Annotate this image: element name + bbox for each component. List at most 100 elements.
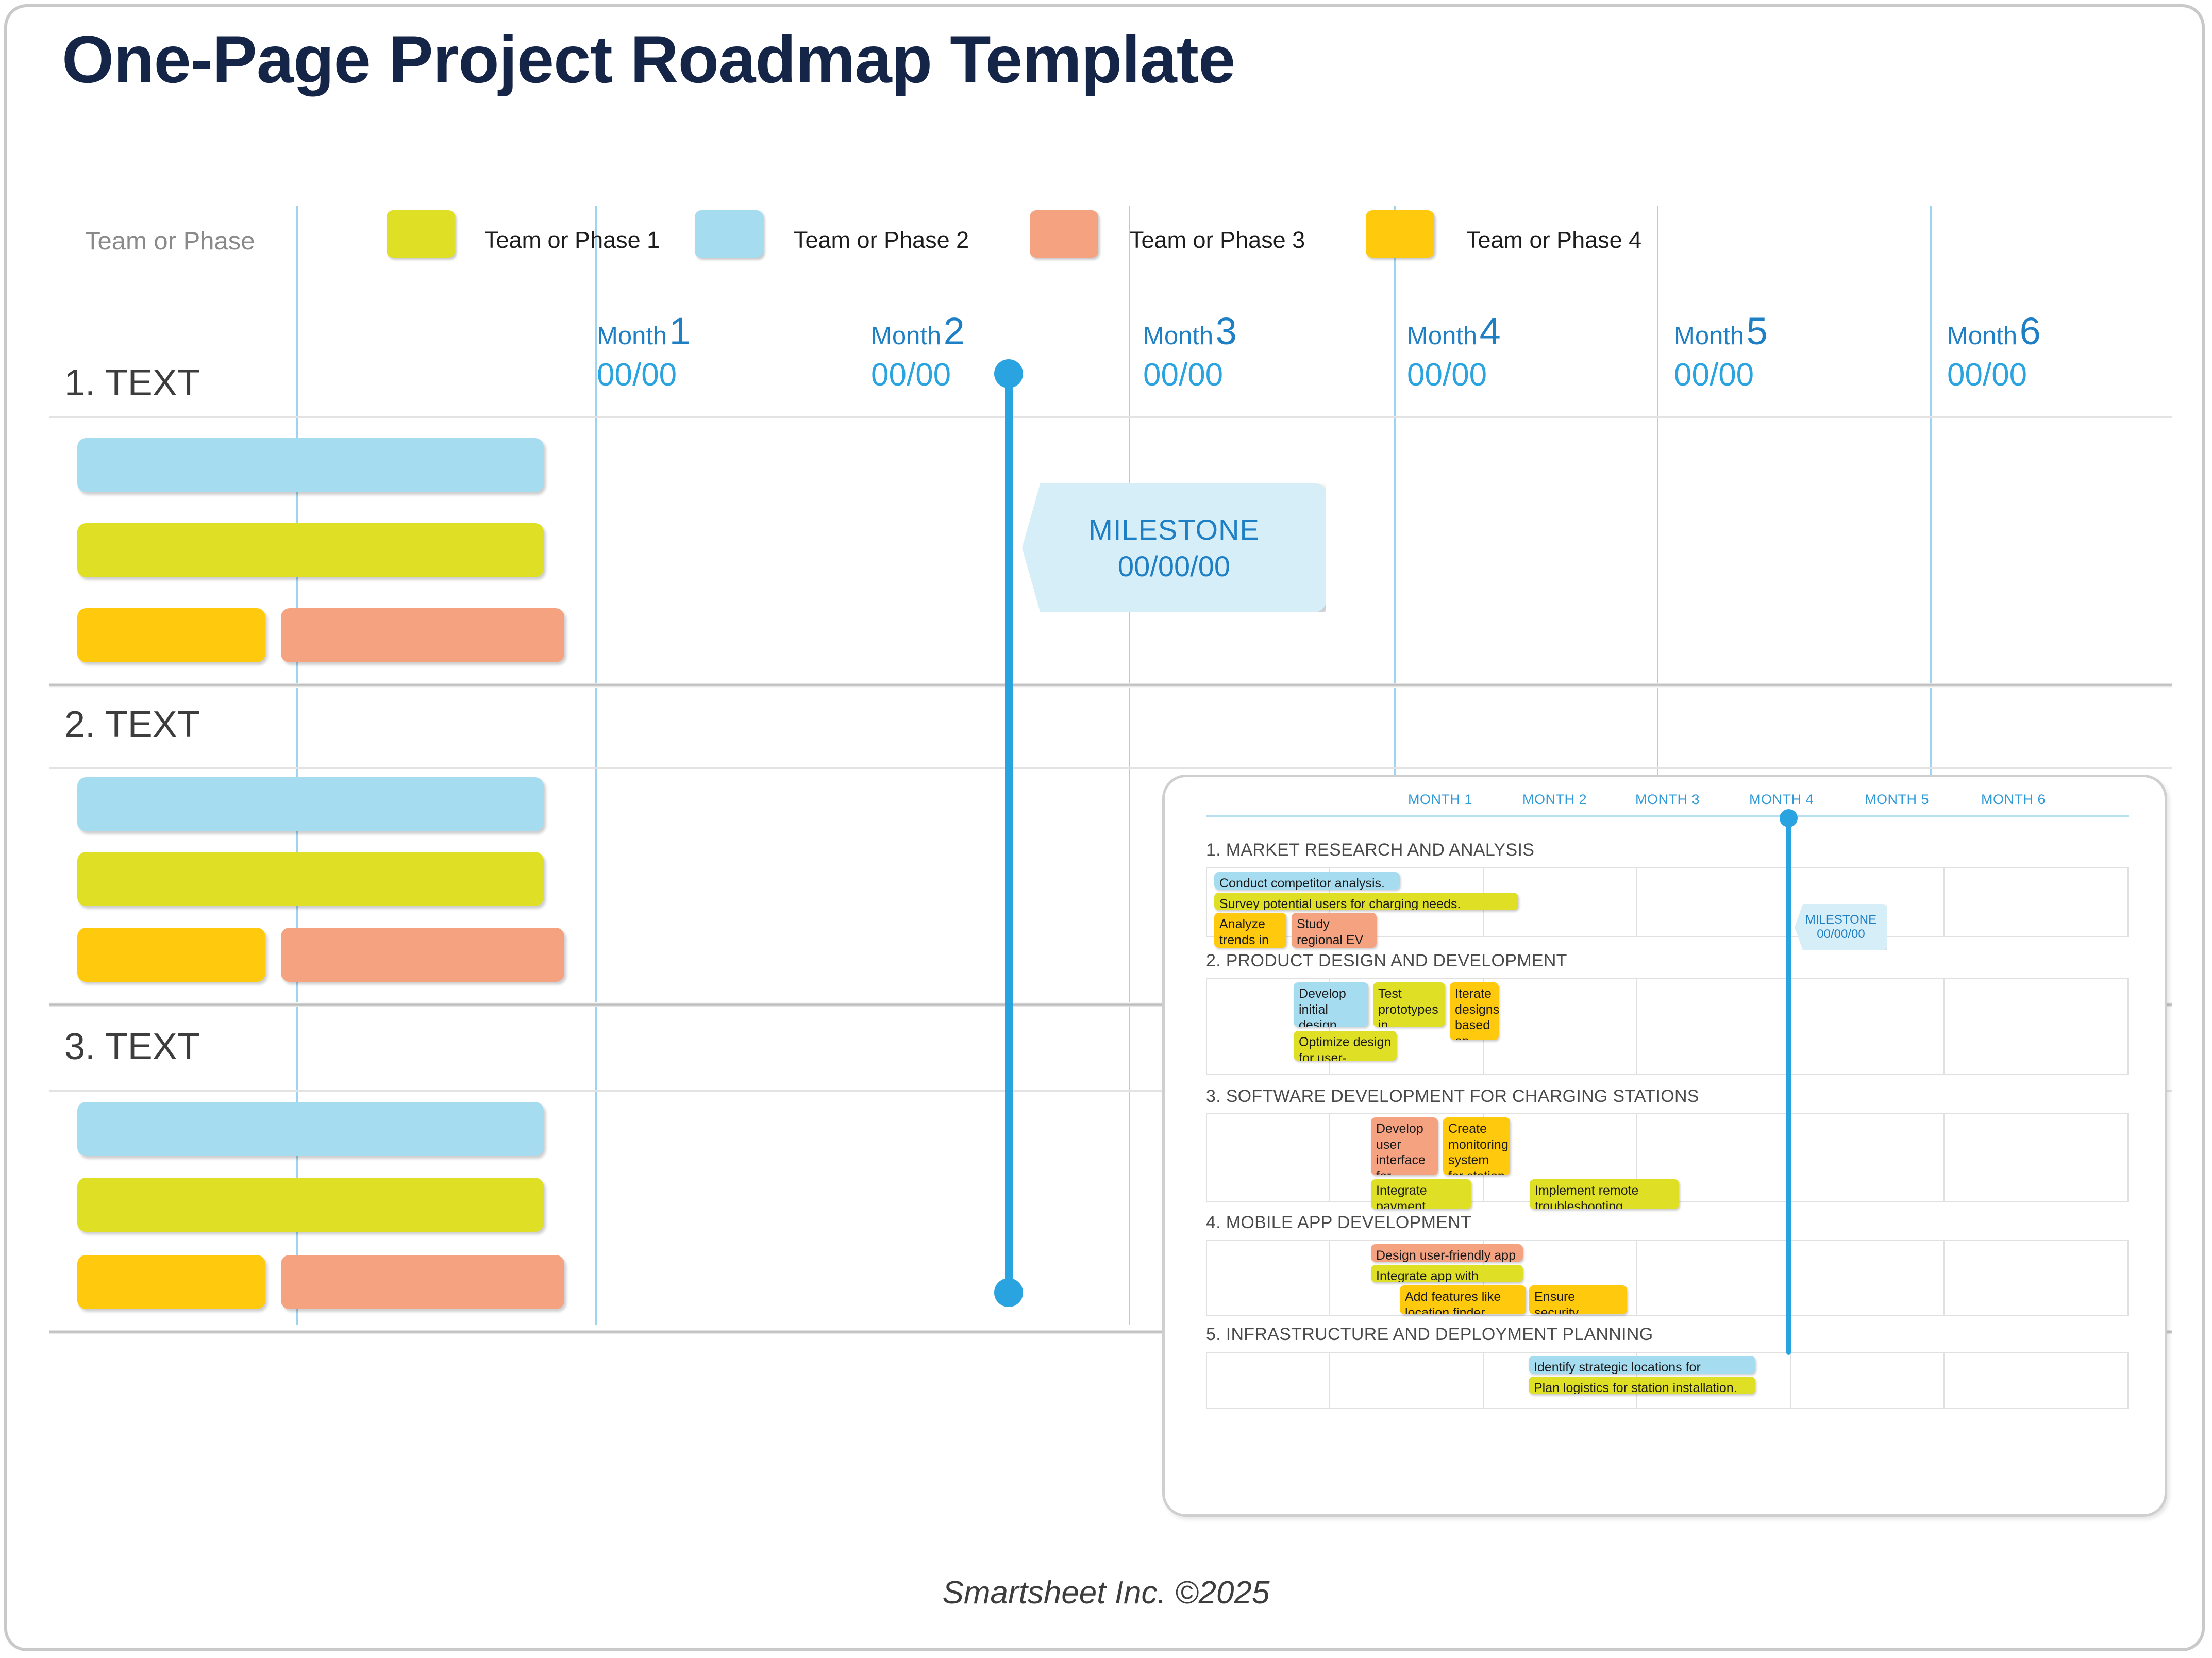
- inset-grid-col: [1636, 1241, 1637, 1315]
- section-label-2: 2. TEXT: [64, 704, 200, 745]
- month-number-4: 4: [1479, 310, 1501, 353]
- inset-milestone-label: MILESTONE: [1805, 913, 1877, 927]
- inset-task[interactable]: Design user-friendly app interface.: [1371, 1244, 1523, 1262]
- month-word-3: Month: [1143, 322, 1214, 350]
- inset-section-grid: [1206, 1240, 2129, 1316]
- inset-section-title-1: 1. MARKET RESEARCH AND ANALYSIS: [1206, 840, 1535, 860]
- task-bar[interactable]: [281, 928, 564, 982]
- inset-section-title-3: 3. SOFTWARE DEVELOPMENT FOR CHARGING STA…: [1206, 1086, 1699, 1106]
- inset-task[interactable]: Integrate payment processing system.: [1371, 1179, 1471, 1209]
- gridline-month-1: [296, 206, 298, 1325]
- inset-milestone-callout[interactable]: MILESTONE 00/00/00: [1795, 904, 1887, 950]
- month-number-2: 2: [943, 310, 965, 353]
- month-date-6: 00/00: [1947, 357, 2027, 393]
- inset-grid-col: [1790, 1353, 1791, 1408]
- inset-task[interactable]: Integrate app with charging stations.: [1371, 1265, 1523, 1282]
- legend-label-phase-2: Team or Phase 2: [794, 227, 969, 253]
- footer-copyright: Smartsheet Inc. ©2025: [942, 1575, 1270, 1611]
- gridline-month-5: [1657, 206, 1658, 1325]
- section-label-1: 1. TEXT: [64, 362, 200, 404]
- inset-grid-col: [1943, 1353, 1945, 1408]
- inset-task[interactable]: Optimize design for user-friendliness an…: [1294, 1031, 1397, 1061]
- inset-grid-col: [1636, 1114, 1637, 1201]
- section-band-1: [49, 683, 2172, 688]
- milestone-dot-bottom-icon: [994, 1278, 1023, 1307]
- month-number-3: 3: [1215, 310, 1237, 353]
- inset-task[interactable]: Develop initial design prototypes for ch…: [1294, 982, 1368, 1027]
- inset-task[interactable]: Ensure security measures for user data.: [1529, 1285, 1627, 1314]
- gridline-month-6: [1930, 206, 1932, 1325]
- inset-task[interactable]: Conduct competitor analysis.: [1214, 872, 1400, 890]
- task-bar[interactable]: [77, 852, 544, 906]
- gridline-month-4: [1394, 206, 1396, 1325]
- month-header-1: Month 1: [597, 309, 691, 353]
- milestone-callout[interactable]: MILESTONE 00/00/00: [1022, 483, 1326, 612]
- task-bar[interactable]: [77, 608, 265, 662]
- inset-task[interactable]: Develop user interface for charging stat…: [1371, 1117, 1438, 1175]
- inset-grid-col: [1329, 1114, 1330, 1201]
- month-date-4: 00/00: [1407, 357, 1487, 393]
- gridline-month-2: [595, 206, 597, 1325]
- legend-swatch-phase-3: [1030, 210, 1098, 258]
- month-date-3: 00/00: [1143, 357, 1224, 393]
- inset-grid-col: [1329, 979, 1330, 1074]
- task-bar[interactable]: [281, 608, 564, 662]
- inset-milestone-date: 00/00/00: [1817, 927, 1865, 941]
- section-band-3: [49, 1330, 2172, 1334]
- task-bar[interactable]: [77, 523, 544, 577]
- section-divider-2: [49, 767, 2172, 769]
- inset-task[interactable]: Add features like location finder, booki…: [1400, 1285, 1526, 1314]
- inset-task[interactable]: Implement remote troubleshooting capabil…: [1530, 1179, 1679, 1209]
- month-date-5: 00/00: [1674, 357, 1754, 393]
- task-bar[interactable]: [77, 1255, 265, 1309]
- task-bar[interactable]: [77, 928, 265, 982]
- section-divider-3: [49, 1090, 2172, 1092]
- inset-task[interactable]: Study regional EV charging infrastructur…: [1292, 913, 1377, 948]
- milestone-dot-top-icon: [994, 359, 1023, 388]
- legend-label-phase-4: Team or Phase 4: [1466, 227, 1642, 253]
- inset-section-title-4: 4. MOBILE APP DEVELOPMENT: [1206, 1213, 1472, 1232]
- month-word-2: Month: [871, 322, 942, 350]
- month-word-5: Month: [1674, 322, 1745, 350]
- task-bar[interactable]: [77, 438, 544, 492]
- inset-grid-col: [1636, 868, 1637, 936]
- inset-task[interactable]: Plan logistics for station installation.: [1529, 1377, 1755, 1394]
- inset-grid-col: [1943, 868, 1945, 936]
- legend-swatch-phase-4: [1366, 210, 1434, 258]
- legend-label-phase-3: Team or Phase 3: [1130, 227, 1305, 253]
- month-number-5: 5: [1746, 310, 1768, 353]
- inset-milestone-line: [1786, 816, 1791, 1355]
- milestone-line: [1005, 371, 1013, 1294]
- month-word-1: Month: [597, 322, 667, 350]
- inset-task[interactable]: Test prototypes in controlled environmen…: [1373, 982, 1445, 1027]
- inset-grid-col: [1329, 1353, 1330, 1408]
- task-bar[interactable]: [77, 777, 544, 831]
- inset-month-header-3: MONTH 3: [1635, 792, 1700, 807]
- task-bar[interactable]: [77, 1102, 544, 1156]
- inset-task[interactable]: Analyze trends in EV usage.: [1214, 913, 1286, 948]
- inset-month-header-2: MONTH 2: [1522, 792, 1587, 807]
- example-inset-panel: MONTH 1 MONTH 2 MONTH 3 MONTH 4 MONTH 5 …: [1162, 775, 2167, 1517]
- inset-section-title-5: 5. INFRASTRUCTURE AND DEPLOYMENT PLANNIN…: [1206, 1325, 1653, 1344]
- month-word-4: Month: [1407, 322, 1478, 350]
- page-title: One-Page Project Roadmap Template: [62, 22, 1235, 97]
- month-header-5: Month 5: [1674, 309, 1768, 353]
- inset-task[interactable]: Create monitoring system for station sta…: [1443, 1117, 1510, 1175]
- task-bar[interactable]: [77, 1178, 544, 1232]
- inset-task[interactable]: Survey potential users for charging need…: [1214, 893, 1518, 910]
- task-bar[interactable]: [281, 1255, 564, 1309]
- inset-grid-col: [1329, 1241, 1330, 1315]
- inset-grid-col: [1636, 979, 1637, 1074]
- month-number-1: 1: [669, 310, 691, 353]
- inset-month-header-5: MONTH 5: [1865, 792, 1929, 807]
- inset-grid-col: [1943, 979, 1945, 1074]
- inset-section-title-2: 2. PRODUCT DESIGN AND DEVELOPMENT: [1206, 951, 1567, 970]
- inset-task[interactable]: Identify strategic locations for chargin…: [1529, 1356, 1755, 1374]
- legend-axis-label: Team or Phase: [85, 227, 255, 255]
- milestone-label: MILESTONE: [1088, 513, 1260, 546]
- inset-milestone-dot-icon: [1780, 809, 1798, 827]
- inset-grid-col: [1943, 1241, 1945, 1315]
- inset-task[interactable]: Iterate designs based on feedback.: [1450, 982, 1499, 1040]
- month-date-2: 00/00: [871, 357, 951, 393]
